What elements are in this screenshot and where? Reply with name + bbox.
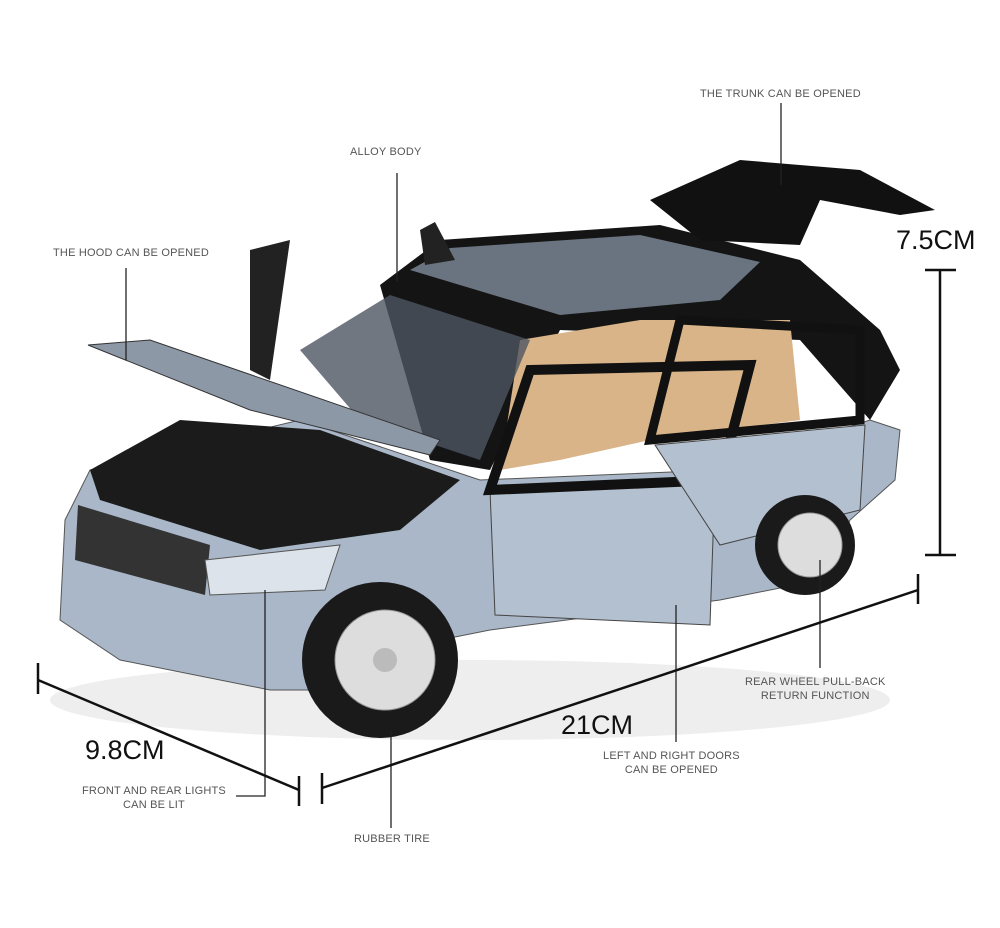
front-wheel	[302, 582, 458, 738]
headlight	[204, 544, 341, 596]
leader-lines	[125, 103, 821, 828]
label-lights-line2: CAN BE LIT	[123, 799, 185, 811]
open-trunk	[650, 160, 935, 245]
label-lights-line1: FRONT AND REAR LIGHTS	[82, 785, 226, 797]
front-door	[489, 479, 716, 626]
rear-door-frame	[644, 315, 865, 446]
dimension-width: 9.8CM	[85, 735, 165, 765]
mirror-door-left	[250, 240, 290, 380]
front-grille	[75, 505, 210, 595]
label-tire: RUBBER TIRE	[354, 833, 430, 845]
label-hood: THE HOOD CAN BE OPENED	[53, 247, 209, 259]
label-lights: FRONT AND REAR LIGHTS CAN BE LIT	[82, 784, 226, 812]
label-rear-wheel-line2: RETURN FUNCTION	[760, 690, 870, 702]
car-interior	[500, 320, 800, 470]
label-alloy-body: ALLOY BODY	[350, 146, 422, 158]
label-rear-wheel: REAR WHEEL PULL-BACK RETURN FUNCTION	[745, 675, 886, 703]
rear-wheel	[755, 495, 855, 595]
sunroof	[410, 235, 760, 315]
mirror-door-right	[420, 222, 455, 265]
label-doors: LEFT AND RIGHT DOORS CAN BE OPENED	[603, 749, 740, 777]
label-rear-wheel-line1: REAR WHEEL PULL-BACK	[745, 676, 886, 688]
dimension-height: 7.5CM	[896, 225, 976, 255]
windshield	[300, 295, 530, 460]
label-doors-line2: CAN BE OPENED	[624, 764, 718, 776]
label-trunk: THE TRUNK CAN BE OPENED	[700, 88, 861, 100]
engine-bay	[90, 420, 460, 550]
label-doors-line1: LEFT AND RIGHT DOORS	[603, 750, 740, 762]
open-hood	[87, 339, 441, 456]
dimension-length: 21CM	[561, 710, 634, 740]
dimension-lines	[36, 268, 956, 806]
